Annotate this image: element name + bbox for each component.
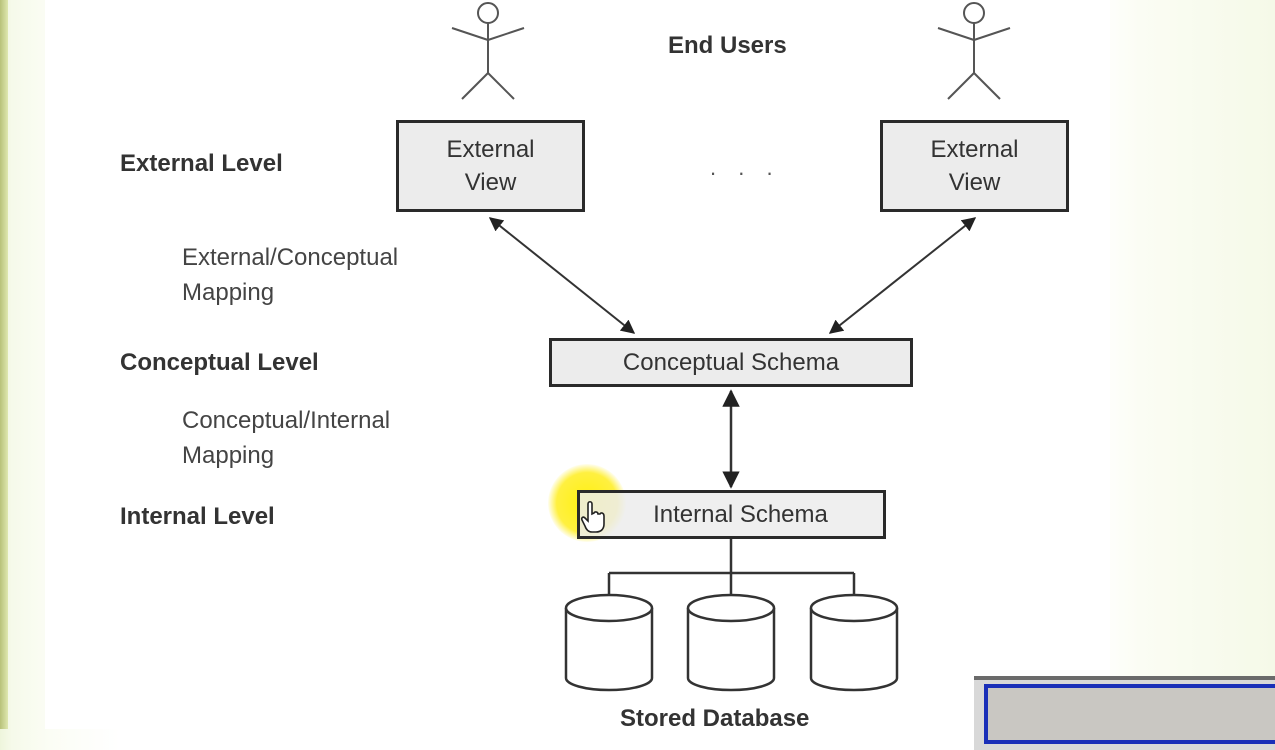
database-cylinder	[809, 593, 899, 692]
stored-database-label: Stored Database	[620, 705, 810, 732]
window-left-edge	[0, 0, 8, 729]
hand-cursor-icon	[580, 500, 605, 533]
conceptual-internal-mapping-label: Conceptual/Internal Mapping	[182, 407, 391, 469]
mapping-arrow-right	[828, 217, 977, 334]
external-view-box: External View	[880, 120, 1069, 212]
end-user-actor-right	[937, 2, 1011, 100]
database-cylinder	[686, 593, 776, 692]
mapping-arrow-left	[488, 217, 636, 334]
diagram-lines	[451, 2, 1011, 692]
internal-level-label: Internal Level	[120, 503, 275, 530]
end-users-label: End Users	[668, 32, 787, 59]
conceptual-level-label: Conceptual Level	[120, 349, 319, 376]
database-connector	[607, 539, 856, 596]
internal-schema-box: Internal Schema	[577, 490, 886, 539]
external-conceptual-mapping-label: External/Conceptual Mapping	[182, 244, 399, 306]
end-user-actor-left	[451, 2, 525, 100]
database-cylinder	[564, 593, 654, 692]
external-view-box: External View	[396, 120, 585, 212]
external-level-label: External Level	[120, 150, 283, 177]
ellipsis: . . .	[710, 155, 781, 180]
overlapping-window-frame[interactable]	[984, 684, 1275, 744]
conceptual-schema-box: Conceptual Schema	[549, 338, 913, 387]
